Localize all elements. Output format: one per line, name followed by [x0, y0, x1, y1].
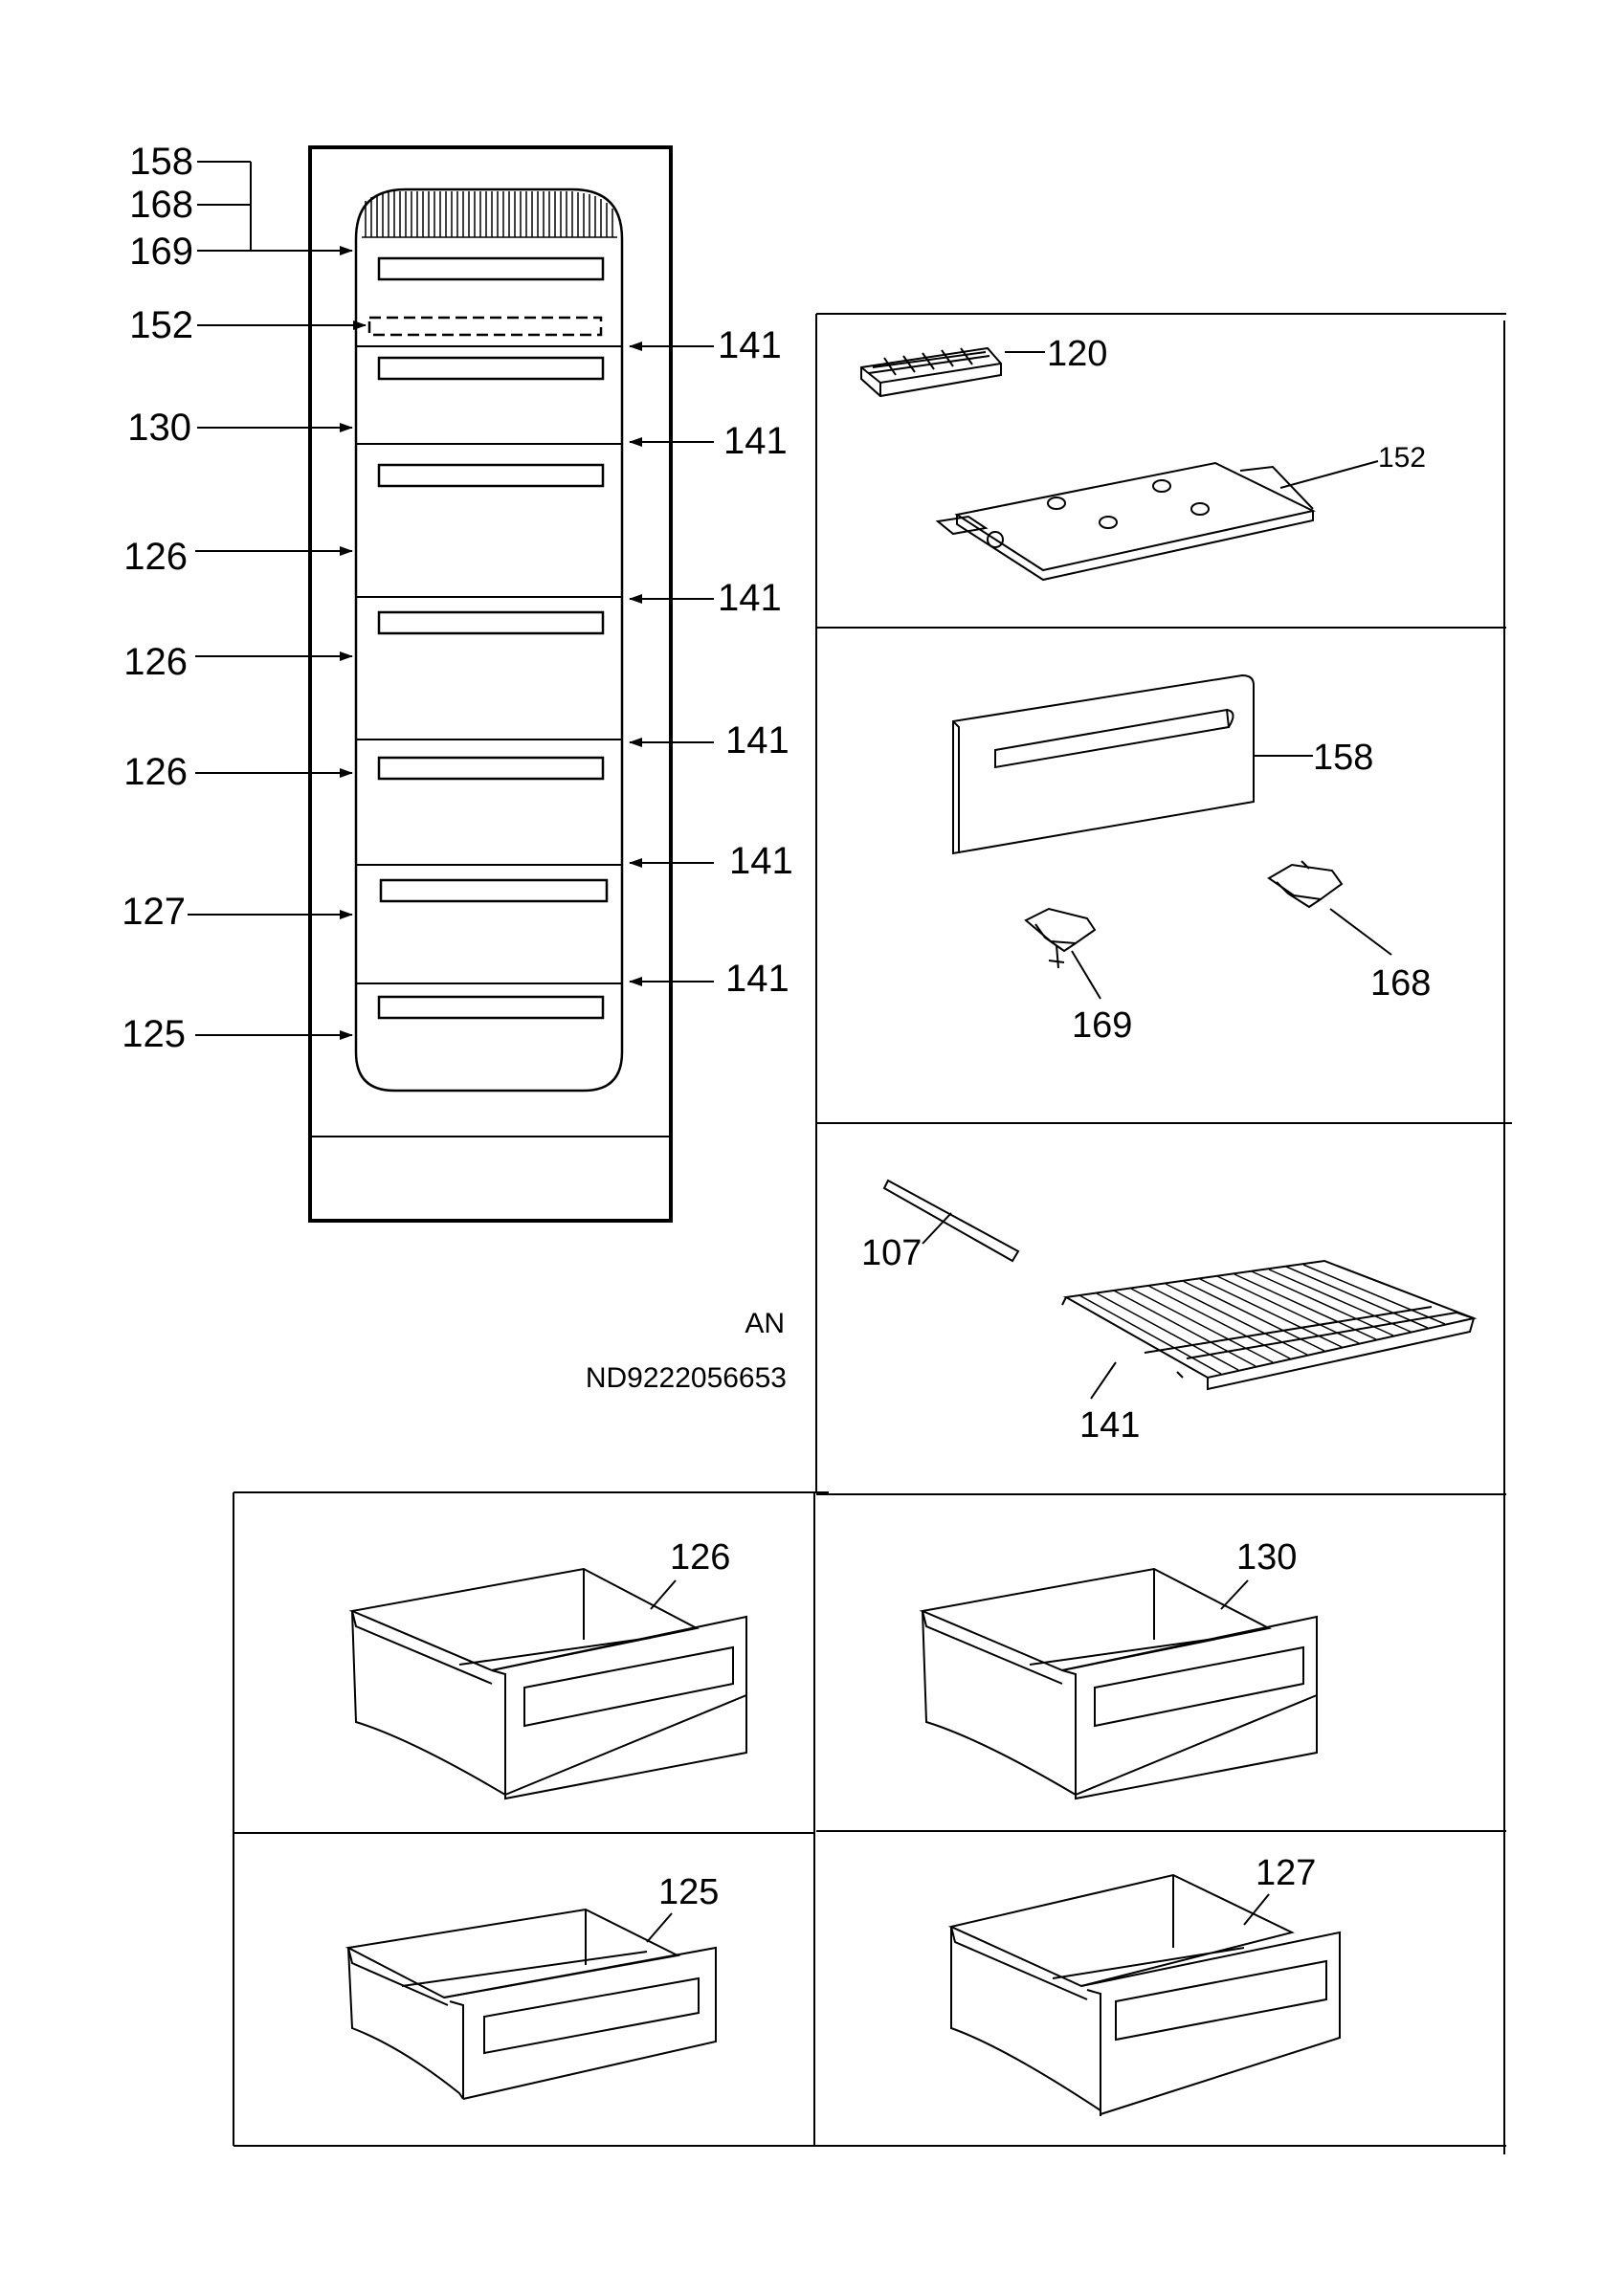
- label-126: 126: [670, 1537, 730, 1578]
- drawer-125-panel: 125: [345, 1872, 719, 2100]
- label-168: 168: [1370, 963, 1431, 1004]
- drawer-130-part: [919, 1567, 1318, 1800]
- compartment-dividers: [356, 345, 622, 984]
- flap-part: [952, 673, 1255, 855]
- drawer-127-handle: [379, 878, 609, 903]
- leader-141: [1090, 1361, 1117, 1400]
- label-158: 158: [1313, 738, 1373, 778]
- drawer-126-part: [348, 1567, 747, 1800]
- inner-liner: [354, 188, 624, 1093]
- panel-flap: 158 169 168: [952, 673, 1431, 1046]
- leader-126: [650, 1579, 677, 1610]
- label-127: 127: [1256, 1853, 1316, 1893]
- callout-141-a: 141: [718, 324, 782, 366]
- drawer-handles: [367, 256, 609, 1020]
- top-vent-grille: [362, 191, 617, 238]
- panel-shelf: 107 1: [861, 1179, 1478, 1446]
- tray-dashed: [367, 316, 603, 337]
- callout-130: 130: [127, 407, 191, 449]
- label-169: 169: [1072, 1005, 1132, 1046]
- cabinet-overview: 158 168 169 152 130 126 126 126 127 125 …: [122, 141, 793, 1223]
- label-130: 130: [1236, 1537, 1297, 1578]
- drawer-126c-handle: [377, 756, 605, 781]
- label-141: 141: [1079, 1405, 1140, 1446]
- drawer-130-panel: 130: [919, 1537, 1318, 1800]
- cabinet-outline: [308, 145, 673, 1223]
- callout-158: 158: [129, 141, 193, 183]
- leader-169: [1071, 950, 1101, 1000]
- callout-152: 152: [129, 304, 193, 346]
- drawer-126-panel: 126: [348, 1537, 747, 1800]
- leader-127: [1243, 1893, 1270, 1926]
- callout-169: 169: [129, 231, 193, 273]
- callout-141-d: 141: [725, 719, 789, 762]
- drawer-126b-handle: [377, 610, 605, 635]
- hinge-169: [1024, 907, 1097, 969]
- callout-127: 127: [122, 891, 186, 933]
- callout-141-c: 141: [718, 577, 782, 619]
- drawer-130-handle: [377, 356, 605, 381]
- tray-plate: [935, 461, 1317, 582]
- callout-168: 168: [129, 184, 193, 226]
- strip-part: [882, 1179, 1020, 1263]
- callout-126-c: 126: [123, 751, 188, 793]
- drawer-126a-handle: [377, 463, 605, 488]
- drawer-125-part: [345, 1908, 717, 2100]
- right-leaders: [629, 342, 714, 986]
- callout-126-b: 126: [123, 641, 188, 683]
- callout-141-e: 141: [729, 840, 793, 882]
- leader-130: [1220, 1579, 1249, 1610]
- left-leaders: [188, 161, 367, 1040]
- flap-handle: [377, 256, 605, 281]
- label-152: 152: [1378, 442, 1426, 474]
- label-125: 125: [658, 1872, 719, 1912]
- label-107: 107: [861, 1233, 922, 1273]
- panel-ice-tray: 120 152: [860, 334, 1426, 582]
- code-label: AN: [745, 1308, 785, 1339]
- leader-125: [646, 1912, 673, 1943]
- wire-shelf: [1061, 1259, 1478, 1391]
- callout-141-f: 141: [725, 958, 789, 1000]
- label-120: 120: [1047, 334, 1107, 374]
- leader-168: [1329, 908, 1392, 956]
- callout-141-b: 141: [723, 420, 788, 462]
- callout-125: 125: [122, 1013, 186, 1055]
- leader-152: [1279, 460, 1379, 489]
- drawer-125-handle: [377, 995, 605, 1020]
- hinge-168: [1267, 860, 1344, 909]
- drawer-127-panel: 127: [947, 1853, 1341, 2116]
- panel-grid: [233, 313, 1512, 2154]
- ice-cube-tray: [860, 346, 1002, 398]
- callout-126-a: 126: [123, 536, 188, 578]
- drawer-127-part: [947, 1873, 1341, 2116]
- part-number: ND9222056653: [586, 1362, 787, 1394]
- leader-107: [922, 1212, 952, 1245]
